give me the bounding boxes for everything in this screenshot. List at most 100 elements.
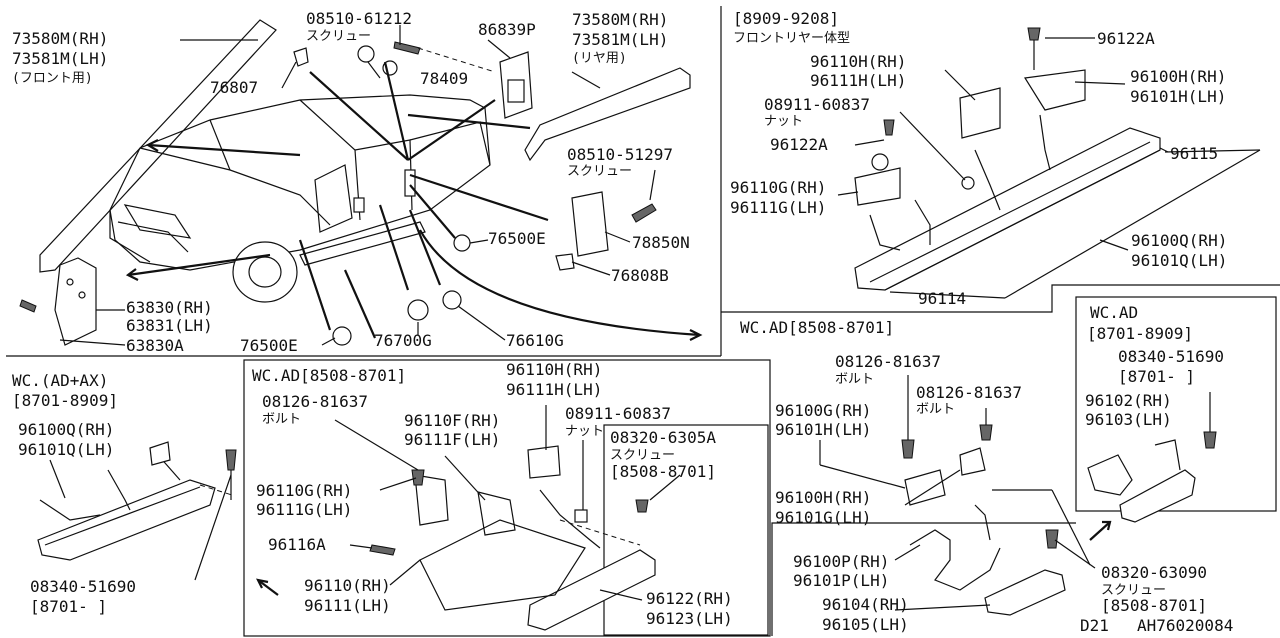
label-br-08126-a: 08126-81637 <box>835 352 941 371</box>
label-fr-08340: 08340-51690 <box>1118 347 1224 366</box>
label-fr-96103: 96103(LH) <box>1085 410 1172 429</box>
label-br-96100H: 96100H(RH) <box>775 488 871 507</box>
label-tr-96101H: 96101H(LH) <box>1130 87 1226 106</box>
part-86839P-shape <box>499 51 533 119</box>
label-tr-96114: 96114 <box>918 289 966 308</box>
label-bm-08126-jp: ボルト <box>262 412 301 427</box>
label-bm-96111F: 96111F(LH) <box>404 430 500 449</box>
label-fr-96102: 96102(RH) <box>1085 391 1172 410</box>
label-tr-96111G: 96111G(LH) <box>730 198 826 217</box>
label-tr-header-2: フロントリヤー体型 <box>733 31 850 46</box>
label-trim-front-2: 73581M(LH) <box>12 49 108 68</box>
label-bl-08340: 08340-51690 <box>30 577 136 596</box>
label-bm-96111H: 96111H(LH) <box>506 380 602 399</box>
label-grommet-76500E-a: 76500E <box>488 229 546 248</box>
label-tr-96110G: 96110G(RH) <box>730 178 826 197</box>
step-assembly-top-right <box>837 27 1261 299</box>
label-flap-63831: 63831(LH) <box>126 316 213 335</box>
label-footer-code: AH76020084 <box>1137 616 1233 635</box>
label-br-96101H: 96101H(LH) <box>775 420 871 439</box>
label-br-08126-b-jp: ボルト <box>916 402 955 417</box>
label-clip-78409: 78409 <box>420 69 468 88</box>
step-assembly-inset <box>1087 392 1217 541</box>
label-tr-08911-jp: ナット <box>764 114 803 129</box>
label-flap-63830: 63830(RH) <box>126 298 213 317</box>
label-br-96100G: 96100G(RH) <box>775 401 871 420</box>
label-vent-78850N: 78850N <box>632 233 690 252</box>
label-fr-header-2: [8701-8909] <box>1087 324 1193 343</box>
label-bl-header-1: WC.(AD+AX) <box>12 371 108 390</box>
label-bm-96122: 96122(RH) <box>646 589 733 608</box>
label-plug-76610G: 76610G <box>506 331 564 350</box>
rear-roof-trim <box>524 67 691 162</box>
label-clip-76808B: 76808B <box>611 266 669 285</box>
label-br-08320: 08320-63090 <box>1101 563 1207 582</box>
panel-frames <box>6 6 1280 637</box>
label-bm-96111: 96111(LH) <box>304 596 391 615</box>
label-br-96101G: 96101G(LH) <box>775 508 871 527</box>
label-br-08320-jp: スクリュー <box>1101 583 1166 598</box>
label-screw-08510-61212: 08510-61212 <box>306 9 412 28</box>
label-bm-96123: 96123(LH) <box>646 609 733 628</box>
label-bm-96110G: 96110G(RH) <box>256 481 352 500</box>
label-trim-rear-2: 73581M(LH) <box>572 30 668 49</box>
label-screw-08510-61212-jp: スクリュー <box>306 29 371 44</box>
label-br-header: WC.AD[8508-8701] <box>740 318 894 337</box>
step-assembly-bottom-left <box>37 441 237 581</box>
label-tr-96100Q: 96100Q(RH) <box>1131 231 1227 250</box>
part-labels: 73580M(RH) 73581M(LH) (フロント用) 76807 0851… <box>12 9 1233 635</box>
label-trim-front-1: 73580M(RH) <box>12 29 108 48</box>
clip-76807-shape <box>293 47 309 67</box>
step-assembly-bottom-middle <box>256 405 681 631</box>
label-bm-header: WC.AD[8508-8701] <box>252 366 406 385</box>
label-grommet-76500E-b: 76500E <box>240 336 298 355</box>
label-tr-96115: 96115 <box>1170 144 1218 163</box>
label-tr-96101Q: 96101Q(LH) <box>1131 251 1227 270</box>
label-bm-08320-jp: スクリュー <box>610 448 675 463</box>
label-bm-08320: 08320-6305A <box>610 428 716 447</box>
label-bm-08911: 08911-60837 <box>565 404 671 423</box>
step-assembly-bottom-right <box>819 375 1096 616</box>
label-br-08320-date: [8508-8701] <box>1101 596 1207 615</box>
label-bm-08126: 08126-81637 <box>262 392 368 411</box>
label-tr-header-1: [8909-9208] <box>733 9 839 28</box>
label-fr-header-1: WC.AD <box>1090 303 1138 322</box>
label-br-08126-b: 08126-81637 <box>916 383 1022 402</box>
label-bm-08911-jp: ナット <box>565 424 604 439</box>
label-br-96100P: 96100P(RH) <box>793 552 889 571</box>
label-footer-model: D21 <box>1080 616 1109 635</box>
mud-flap <box>19 257 97 346</box>
label-br-08126-a-jp: ボルト <box>835 372 874 387</box>
label-tr-96100H: 96100H(RH) <box>1130 67 1226 86</box>
label-tr-08911: 08911-60837 <box>764 95 870 114</box>
label-part-86839P: 86839P <box>478 20 536 39</box>
label-bl-96100Q: 96100Q(RH) <box>18 420 114 439</box>
label-bl-08340-date: [8701- ] <box>30 597 107 616</box>
label-bm-96110: 96110(RH) <box>304 576 391 595</box>
small-parts <box>293 41 657 346</box>
label-br-96104: 96104(RH) <box>822 595 909 614</box>
label-tr-96122A-top: 96122A <box>1097 29 1155 48</box>
label-plug-76700G: 76700G <box>374 331 432 350</box>
label-trim-rear-3: (リヤ用) <box>572 51 627 66</box>
vent-78850N-shape <box>571 191 609 257</box>
label-fr-08340-date: [8701- ] <box>1118 367 1195 386</box>
label-bl-96101Q: 96101Q(LH) <box>18 440 114 459</box>
label-bm-96110F: 96110F(RH) <box>404 411 500 430</box>
label-bm-96110H: 96110H(RH) <box>506 360 602 379</box>
label-flap-63830A: 63830A <box>126 336 184 355</box>
label-tr-96111H: 96111H(LH) <box>810 71 906 90</box>
leader-lines-topleft <box>59 25 656 346</box>
label-bm-08320-date: [8508-8701] <box>610 462 716 481</box>
label-trim-front-3: (フロント用) <box>12 71 93 86</box>
label-tr-96110H: 96110H(RH) <box>810 52 906 71</box>
callout-arrows <box>125 61 703 341</box>
label-bm-96111G: 96111G(LH) <box>256 500 352 519</box>
label-tr-96122A: 96122A <box>770 135 828 154</box>
label-clip-76807: 76807 <box>210 78 258 97</box>
label-bl-header-2: [8701-8909] <box>12 391 118 410</box>
label-br-96105: 96105(LH) <box>822 615 909 634</box>
label-screw-08510-51297-jp: スクリュー <box>567 164 632 179</box>
label-trim-rear-1: 73580M(RH) <box>572 10 668 29</box>
